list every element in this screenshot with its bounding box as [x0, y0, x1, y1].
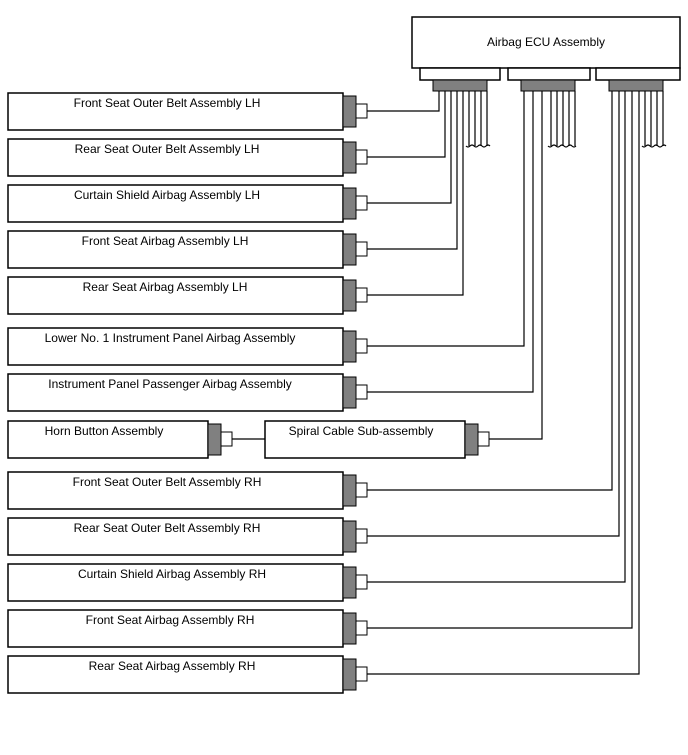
- connector-pin-icon: [355, 574, 368, 590]
- front-seat-outer-belt-rh: Front Seat Outer Belt Assembly RH: [7, 91, 613, 510]
- front-seat-outer-belt-rh-label: Front Seat Outer Belt Assembly RH: [73, 475, 262, 489]
- connector-pin-icon: [355, 338, 368, 354]
- connector-icon: [342, 566, 357, 599]
- unused-wire-stubs: [465, 91, 667, 148]
- spiral-cable-label: Spiral Cable Sub-assembly: [289, 424, 434, 438]
- wire-rear-seat-outer-belt-lh: [367, 91, 446, 158]
- lower-no1-instrument-panel-airbag-label: Lower No. 1 Instrument Panel Airbag Asse…: [45, 331, 296, 345]
- rear-seat-outer-belt-rh-label: Rear Seat Outer Belt Assembly RH: [74, 521, 261, 535]
- connector-icon: [464, 423, 479, 456]
- connector-icon: [342, 95, 357, 128]
- front-seat-airbag-rh: Front Seat Airbag Assembly RH: [7, 91, 633, 648]
- connector-pin-icon: [355, 528, 368, 544]
- connector-icon: [342, 330, 357, 363]
- ecu-plug-2: [520, 79, 576, 92]
- wire-curtain-shield-airbag-lh: [367, 91, 452, 204]
- connector-icon: [342, 233, 357, 266]
- curtain-shield-airbag-rh-label: Curtain Shield Airbag Assembly RH: [78, 567, 266, 581]
- horn-button: Horn Button Assembly: [7, 420, 265, 459]
- connector-icon: [342, 279, 357, 312]
- instrument-panel-passenger-airbag-label: Instrument Panel Passenger Airbag Assemb…: [48, 377, 291, 391]
- connector-pin-icon: [355, 241, 368, 257]
- curtain-shield-airbag-lh-label: Curtain Shield Airbag Assembly LH: [74, 188, 260, 202]
- connector-pin-icon: [355, 666, 368, 682]
- front-seat-airbag-lh: Front Seat Airbag Assembly LH: [7, 91, 458, 269]
- wire-front-seat-airbag-rh: [367, 91, 633, 629]
- rear-seat-airbag-rh: Rear Seat Airbag Assembly RH: [7, 91, 640, 694]
- ecu-connector-1: [419, 67, 501, 81]
- connector-icon: [342, 520, 357, 553]
- rear-seat-outer-belt-rh: Rear Seat Outer Belt Assembly RH: [7, 91, 620, 556]
- curtain-shield-airbag-rh: Curtain Shield Airbag Assembly RH: [7, 91, 626, 602]
- connector-icon: [207, 423, 222, 456]
- ecu-connector-3: [595, 67, 681, 81]
- rear-seat-airbag-rh-label: Rear Seat Airbag Assembly RH: [89, 659, 256, 673]
- connector-icon: [342, 474, 357, 507]
- connector-icon: [342, 187, 357, 220]
- wire-front-seat-airbag-lh: [367, 91, 458, 250]
- connector-pin-icon: [355, 149, 368, 165]
- connector-pin-icon: [355, 384, 368, 400]
- front-seat-airbag-lh-label: Front Seat Airbag Assembly LH: [82, 234, 249, 248]
- connector-icon: [342, 141, 357, 174]
- horn-button-label: Horn Button Assembly: [45, 424, 164, 438]
- ecu-body: [411, 16, 681, 69]
- connector-pin-icon: [355, 287, 368, 303]
- wire-spiral-cable: [489, 91, 543, 440]
- airbag-ecu: Airbag ECU Assembly: [411, 16, 681, 92]
- lower-no1-instrument-panel-airbag: Lower No. 1 Instrument Panel Airbag Asse…: [7, 91, 525, 366]
- connector-pin-icon: [355, 103, 368, 119]
- front-seat-outer-belt-lh: Front Seat Outer Belt Assembly LH: [7, 91, 440, 131]
- connector-pin-icon: [220, 431, 233, 447]
- rear-seat-airbag-lh: Rear Seat Airbag Assembly LH: [7, 91, 464, 315]
- curtain-shield-airbag-lh: Curtain Shield Airbag Assembly LH: [7, 91, 452, 223]
- connector-pin-icon: [477, 431, 490, 447]
- wire-rear-seat-outer-belt-rh: [367, 91, 620, 537]
- rear-seat-airbag-lh-label: Rear Seat Airbag Assembly LH: [83, 280, 248, 294]
- wire-instrument-panel-passenger-airbag: [367, 91, 534, 393]
- wire-rear-seat-airbag-rh: [367, 91, 640, 675]
- wire-rear-seat-airbag-lh: [367, 91, 464, 296]
- connector-pin-icon: [355, 482, 368, 498]
- front-seat-airbag-rh-label: Front Seat Airbag Assembly RH: [86, 613, 255, 627]
- connector-icon: [342, 658, 357, 691]
- connector-icon: [342, 612, 357, 645]
- ecu-plug-1: [432, 79, 488, 92]
- wire-front-seat-outer-belt-rh: [367, 91, 613, 491]
- ecu-plug-3: [608, 79, 664, 92]
- rear-seat-outer-belt-lh-label: Rear Seat Outer Belt Assembly LH: [75, 142, 260, 156]
- spiral-cable: Spiral Cable Sub-assembly: [264, 91, 543, 459]
- front-seat-outer-belt-lh-label: Front Seat Outer Belt Assembly LH: [74, 96, 261, 110]
- ecu-label: Airbag ECU Assembly: [487, 35, 605, 49]
- rear-seat-outer-belt-lh: Rear Seat Outer Belt Assembly LH: [7, 91, 446, 177]
- connector-pin-icon: [355, 195, 368, 211]
- wire-front-seat-outer-belt-lh: [367, 91, 440, 112]
- connector-icon: [342, 376, 357, 409]
- connector-pin-icon: [355, 620, 368, 636]
- ecu-connector-2: [507, 67, 591, 81]
- wire-curtain-shield-airbag-rh: [367, 91, 626, 583]
- wire-lower-no1-instrument-panel-airbag: [367, 91, 525, 347]
- instrument-panel-passenger-airbag: Instrument Panel Passenger Airbag Assemb…: [7, 91, 534, 412]
